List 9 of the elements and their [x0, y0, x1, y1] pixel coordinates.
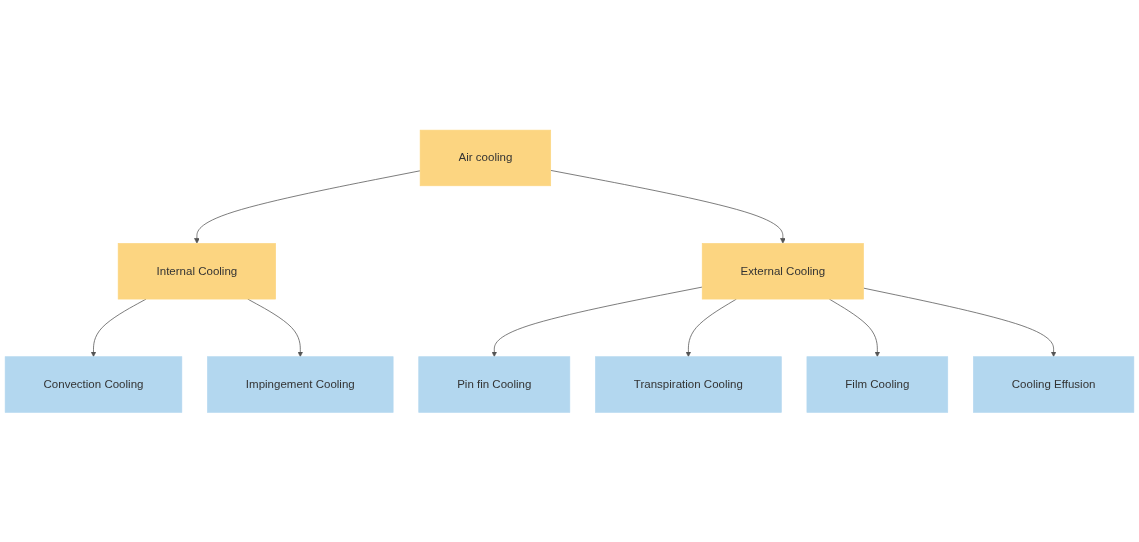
- node-box: Cooling Effusion: [973, 356, 1135, 413]
- node-box: Convection Cooling: [4, 356, 183, 413]
- node-box: Pin fin Cooling: [418, 356, 571, 413]
- node-box: Transpiration Cooling: [595, 356, 782, 413]
- node-box: Impingement Cooling: [207, 356, 394, 413]
- node-box: Internal Cooling: [117, 242, 276, 300]
- node-box: Film Cooling: [806, 356, 949, 413]
- node-box: External Cooling: [701, 242, 864, 300]
- node-box: Air cooling: [419, 129, 552, 186]
